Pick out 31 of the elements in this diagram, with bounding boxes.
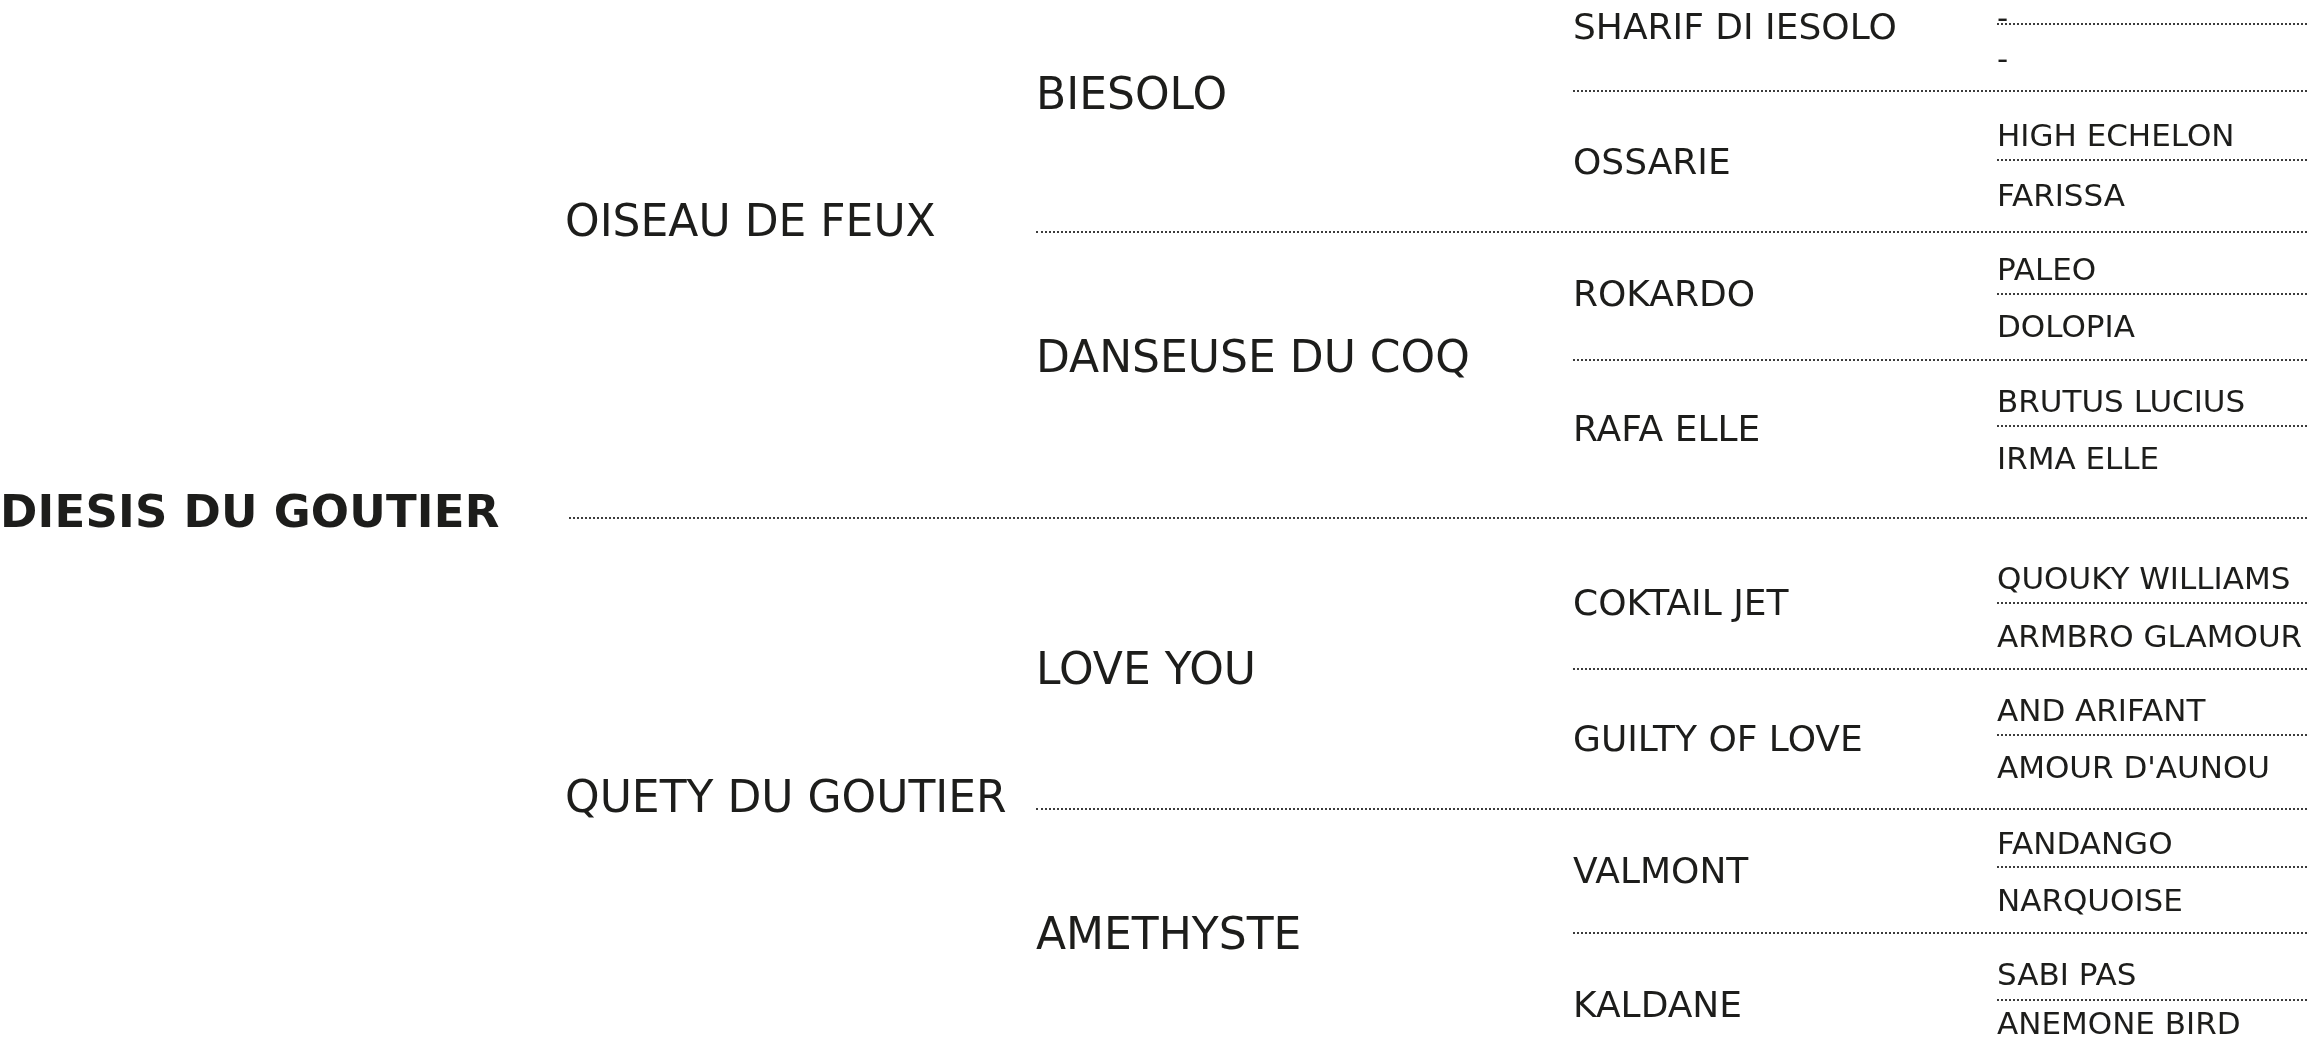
horse-name: OISEAU DE FEUX <box>565 196 936 246</box>
horse-name: PALEO <box>1997 251 2097 287</box>
horse-name: IRMA ELLE <box>1997 440 2160 476</box>
horse-name: ARMBRO GLAMOUR <box>1997 618 2303 654</box>
horse-name: QUETY DU GOUTIER <box>565 772 1007 822</box>
horse-name: KALDANE <box>1573 985 1743 1025</box>
horse-name: SABI PAS <box>1997 956 2137 992</box>
horse-name: - <box>1997 0 2009 35</box>
horse-name: RAFA ELLE <box>1573 409 1761 449</box>
horse-name: HIGH ECHELON <box>1997 117 2235 153</box>
horse-name: NARQUOISE <box>1997 882 2183 918</box>
horse-name: FARISSA <box>1997 177 2125 213</box>
horse-name: AMETHYSTE <box>1036 909 1302 959</box>
horse-name: ROKARDO <box>1573 274 1756 314</box>
horse-name: - <box>1997 40 2009 76</box>
horse-name: LOVE YOU <box>1036 644 1256 694</box>
horse-name: ANEMONE BIRD <box>1997 1005 2241 1041</box>
horse-name: OSSARIE <box>1573 142 1731 182</box>
horse-name: VALMONT <box>1573 851 1749 891</box>
horse-name: AND ARIFANT <box>1997 692 2206 728</box>
horse-name: BRUTUS LUCIUS <box>1997 383 2246 419</box>
horse-name: DOLOPIA <box>1997 308 2135 344</box>
horse-name: FANDANGO <box>1997 825 2173 861</box>
subject-horse-name: DIESIS DU GOUTIER <box>0 487 500 537</box>
horse-name: BIESOLO <box>1036 69 1228 119</box>
horse-name: QUOUKY WILLIAMS <box>1997 560 2291 596</box>
horse-name: GUILTY OF LOVE <box>1573 719 1863 759</box>
horse-name: SHARIF DI IESOLO <box>1573 7 1897 47</box>
horse-name: AMOUR D'AUNOU <box>1997 749 2270 785</box>
horse-name: DANSEUSE DU COQ <box>1036 332 1470 382</box>
horse-name: COKTAIL JET <box>1573 583 1789 623</box>
